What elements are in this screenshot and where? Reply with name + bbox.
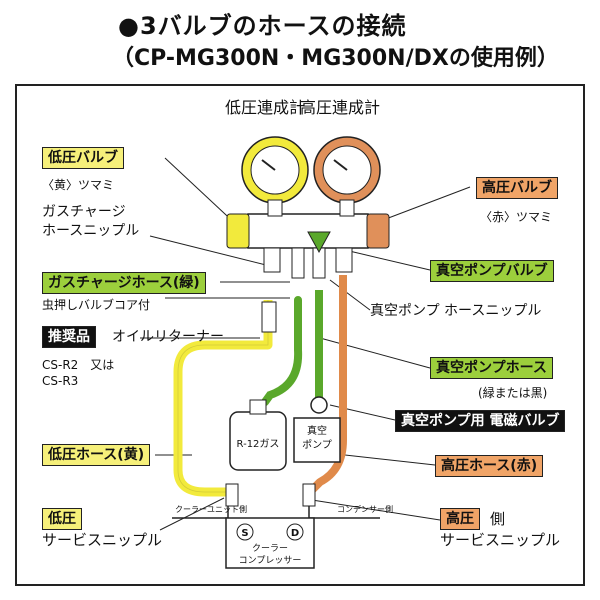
leader-low-svc — [159, 497, 225, 531]
page-subtitle: （CP-MG300N・MG300N/DXの使用例） — [112, 46, 559, 71]
pump-label-2: ポンプ — [302, 439, 332, 451]
compressor-label-2: コンプレッサー — [239, 555, 302, 566]
diagram-frame — [15, 84, 585, 586]
high-hose-tag: 高圧ホース(赤) — [435, 455, 544, 477]
condenser-side-label: コンデンサー側 — [337, 504, 393, 514]
leader-vac-nipple — [329, 279, 371, 311]
vacuum-valve-tag: 真空ポンプバルブ — [430, 260, 554, 282]
gas-hose-tag: ガスチャージホース(緑) — [42, 272, 206, 294]
leader-high-hose — [344, 454, 436, 466]
manifold-body — [247, 199, 369, 279]
vacuum-hose-tag: 真空ポンプホース — [430, 357, 553, 379]
low-gauge — [241, 136, 309, 204]
vacuum-valve-knob — [307, 231, 331, 254]
low-hose — [173, 300, 273, 497]
high-valve-tag: 高圧バルブ — [476, 177, 558, 199]
model-label-1: CS-R2 又は — [42, 358, 115, 372]
gas-nipple-label-2: ホースニップル — [42, 223, 140, 239]
solenoid-tag: 真空ポンプ用 電磁バルブ — [395, 410, 566, 432]
compressor — [225, 517, 315, 569]
low-service-nipple — [225, 483, 239, 507]
unit-side-label: クーラーユニット側 — [175, 504, 247, 514]
vacuum-hose-note: (緑または黒) — [478, 386, 548, 400]
compressor-label-1: クーラー — [252, 543, 288, 554]
low-valve-tag: 低圧バルブ — [42, 147, 124, 169]
high-valve-knob — [366, 213, 390, 249]
recommended-tag: 推奨品 — [42, 326, 96, 348]
low-gauge-label: 低圧連成計 — [225, 98, 306, 117]
leader-gas-nipple — [149, 235, 279, 269]
high-service-nipple — [302, 483, 316, 507]
high-service-tag: 高圧 — [440, 508, 480, 530]
leader-vac-valve — [344, 249, 431, 271]
high-gauge-label: 高圧連成計 — [300, 98, 381, 117]
page-title: ●3バルブのホースの接続 — [118, 12, 407, 40]
pump-label-1: 真空 — [307, 424, 327, 437]
low-valve-knob — [226, 213, 250, 249]
cylinder-label: R-12ガス — [237, 438, 280, 450]
leader-vac-hose — [319, 337, 431, 369]
leader-lines — [140, 157, 471, 531]
low-service-tag: 低圧 — [42, 508, 82, 530]
high-gauge — [313, 136, 381, 204]
low-knob-label: 〈黄〉ツマミ — [42, 178, 115, 192]
port-d-label: D — [291, 528, 299, 539]
solenoid-valve — [310, 396, 328, 414]
core-pusher-label: 虫押しバルブコア付 — [42, 298, 151, 312]
oil-returner — [261, 301, 277, 333]
r12-gas-cylinder — [229, 399, 287, 471]
high-hose — [309, 275, 347, 493]
gas-nipple-label-1: ガスチャージ — [42, 204, 126, 220]
high-service-side-label: 側 — [490, 510, 506, 528]
high-knob-label: 〈赤〉ツマミ — [480, 210, 553, 224]
port-s-label: S — [241, 528, 248, 539]
model-label-2: CS-R3 — [42, 374, 79, 388]
vacuum-nipple-label: 真空ポンプ ホースニップル — [370, 303, 542, 319]
low-hose-outline — [177, 300, 269, 493]
oil-returner-label: オイルリターナー — [112, 329, 224, 345]
gas-charge-hose — [261, 296, 303, 406]
low-service-label: サービスニップル — [42, 531, 163, 549]
high-service-label: サービスニップル — [440, 531, 561, 549]
low-hose-tag: 低圧ホース(黄) — [42, 444, 151, 466]
vacuum-pump — [293, 417, 341, 463]
leader-high-svc — [311, 499, 441, 521]
